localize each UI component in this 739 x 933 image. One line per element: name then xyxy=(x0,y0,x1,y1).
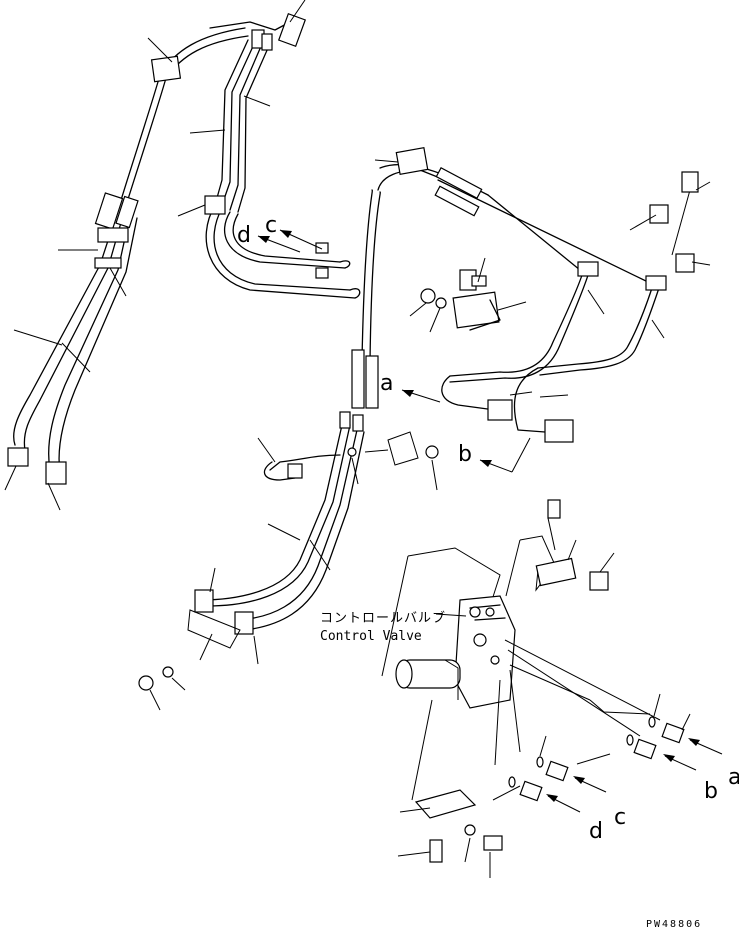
connection-letter-a-upper: a xyxy=(380,371,393,396)
connection-letter-a-valve: a xyxy=(728,765,739,790)
connection-letter-d-valve: d xyxy=(589,819,603,844)
control-valve-assembly xyxy=(381,499,723,878)
left-hose-assembly xyxy=(4,0,361,511)
connection-letter-d-left: d xyxy=(237,223,251,248)
connection-letter-c-valve: c xyxy=(614,805,626,830)
connection-letter-b-valve: b xyxy=(704,779,718,804)
control-valve-label-english: Control Valve xyxy=(320,629,422,644)
upper-right-pipe-assembly xyxy=(351,147,711,473)
middle-tube-assembly xyxy=(138,411,439,711)
drawing-number: PW48806 xyxy=(646,919,702,930)
control-valve-label-japanese: コントロールバルブ xyxy=(320,610,446,626)
connection-letter-c-left: c xyxy=(265,213,277,238)
connection-letter-b-upper: b xyxy=(458,442,472,467)
